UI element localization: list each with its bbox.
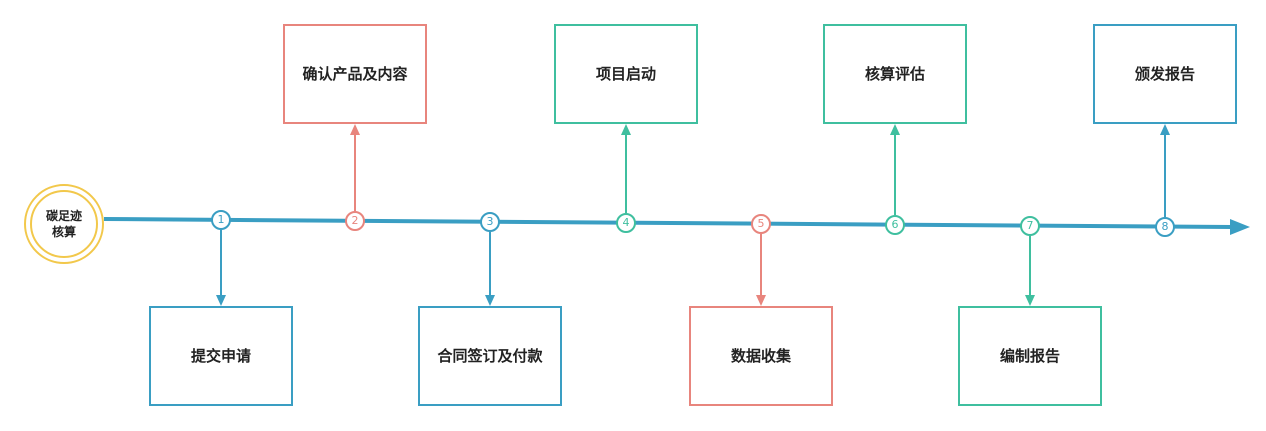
step-node-5: 5 bbox=[751, 214, 771, 234]
step-node-2: 2 bbox=[345, 211, 365, 231]
step-box-5: 数据收集 bbox=[689, 306, 833, 406]
step-node-3: 3 bbox=[480, 212, 500, 232]
timeline-arrowhead bbox=[1230, 219, 1250, 235]
step-label-5: 数据收集 bbox=[730, 346, 791, 365]
step-box-8: 颁发报告 bbox=[1093, 24, 1237, 124]
step-label-7: 编制报告 bbox=[999, 346, 1060, 365]
start-label-line2: 核算 bbox=[51, 225, 76, 239]
step-node-6: 6 bbox=[885, 215, 905, 235]
start-badge-inner: 碳足迹 核算 bbox=[30, 190, 98, 258]
step-box-3: 合同签订及付款 bbox=[418, 306, 562, 406]
step-label-2: 确认产品及内容 bbox=[302, 64, 408, 83]
connector-arrowhead-7 bbox=[1025, 295, 1035, 306]
step-box-4: 项目启动 bbox=[554, 24, 698, 124]
connector-arrowhead-8 bbox=[1160, 124, 1170, 135]
connector-arrowhead-3 bbox=[485, 295, 495, 306]
step-box-2: 确认产品及内容 bbox=[283, 24, 427, 124]
connector-arrowhead-5 bbox=[756, 295, 766, 306]
step-label-4: 项目启动 bbox=[595, 64, 656, 83]
connector-arrowhead-2 bbox=[350, 124, 360, 135]
step-label-8: 颁发报告 bbox=[1134, 64, 1195, 83]
step-label-6: 核算评估 bbox=[864, 64, 925, 83]
connector-arrowhead-1 bbox=[216, 295, 226, 306]
step-node-1: 1 bbox=[211, 210, 231, 230]
step-box-1: 提交申请 bbox=[149, 306, 293, 406]
connector-arrowhead-4 bbox=[621, 124, 631, 135]
step-node-4: 4 bbox=[616, 213, 636, 233]
step-label-1: 提交申请 bbox=[190, 346, 251, 365]
step-node-8: 8 bbox=[1155, 217, 1175, 237]
step-box-7: 编制报告 bbox=[958, 306, 1102, 406]
step-box-6: 核算评估 bbox=[823, 24, 967, 124]
timeline-axis bbox=[103, 217, 1233, 229]
connector-arrowhead-6 bbox=[890, 124, 900, 135]
step-node-7: 7 bbox=[1020, 216, 1040, 236]
start-badge: 碳足迹 核算 bbox=[24, 184, 104, 264]
start-label-line1: 碳足迹 bbox=[45, 209, 82, 223]
step-label-3: 合同签订及付款 bbox=[437, 346, 543, 365]
